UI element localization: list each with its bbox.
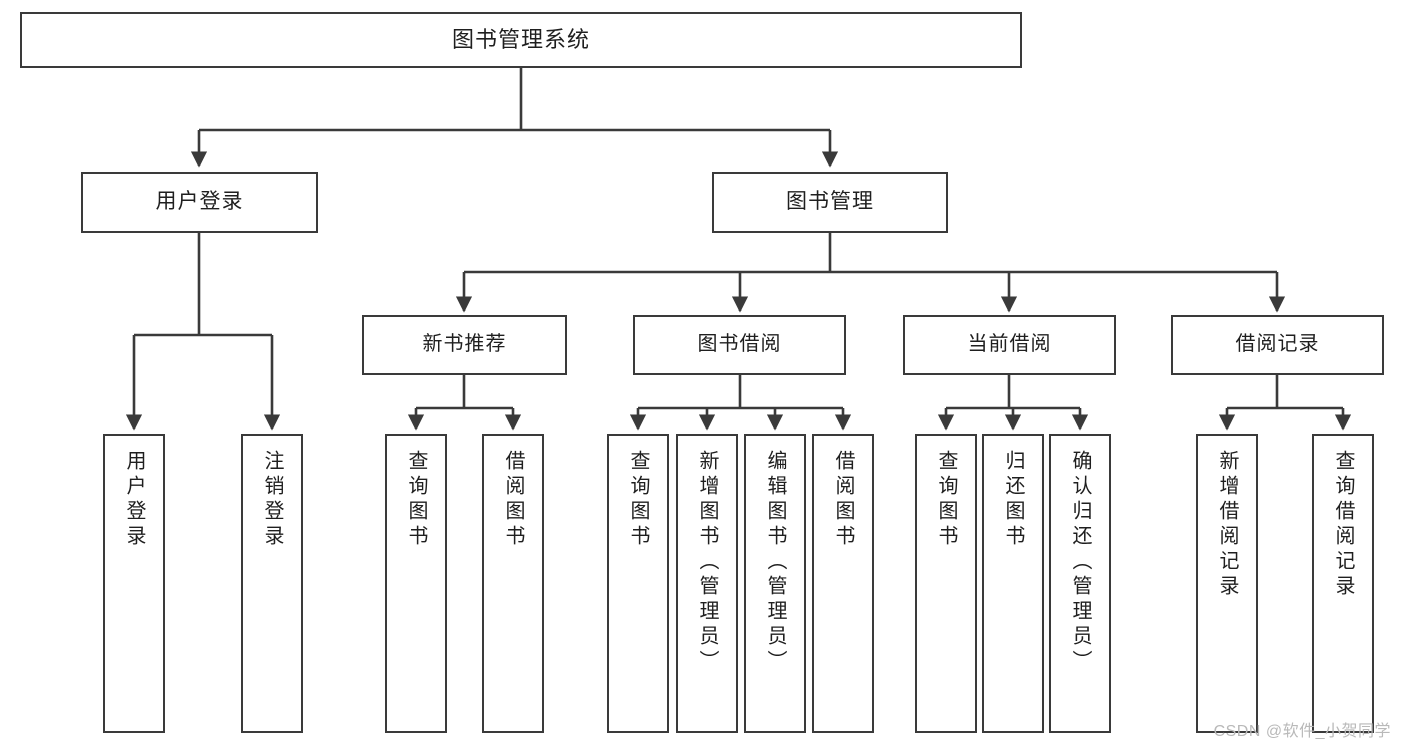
leaf-borrow-borrow-book[interactable]: 借阅图书 xyxy=(812,434,874,733)
leaf-user-login[interactable]: 用户登录 xyxy=(103,434,165,733)
node-label: 借阅图书 xyxy=(832,450,854,550)
node-new-book-recommend[interactable]: 新书推荐 xyxy=(362,315,567,375)
node-label: 借阅记录 xyxy=(1235,333,1320,356)
node-label: 注销登录 xyxy=(261,450,283,550)
node-label: 图书管理系统 xyxy=(451,27,590,53)
leaf-record-query-borrow-record[interactable]: 查询借阅记录 xyxy=(1312,434,1374,733)
node-label: 编辑图书（管理员） xyxy=(764,450,786,675)
node-label: 用户登录 xyxy=(123,450,145,550)
node-book-borrow[interactable]: 图书借阅 xyxy=(633,315,846,375)
node-label: 查询图书 xyxy=(627,450,649,550)
leaf-recommend-query-book[interactable]: 查询图书 xyxy=(385,434,447,733)
node-label: 图书借阅 xyxy=(697,333,782,356)
node-label: 借阅图书 xyxy=(502,450,524,550)
node-book-management[interactable]: 图书管理 xyxy=(712,172,948,233)
node-root-system[interactable]: 图书管理系统 xyxy=(20,12,1022,68)
node-label: 查询图书 xyxy=(935,450,957,550)
leaf-borrow-add-book-admin[interactable]: 新增图书（管理员） xyxy=(676,434,738,733)
node-label: 查询图书 xyxy=(405,450,427,550)
node-label: 归还图书 xyxy=(1002,450,1024,550)
node-label: 查询借阅记录 xyxy=(1332,450,1354,600)
leaf-current-confirm-return-admin[interactable]: 确认归还（管理员） xyxy=(1049,434,1111,733)
node-label: 用户登录 xyxy=(155,190,244,214)
leaf-borrow-edit-book-admin[interactable]: 编辑图书（管理员） xyxy=(744,434,806,733)
leaf-recommend-borrow-book[interactable]: 借阅图书 xyxy=(482,434,544,733)
leaf-record-add-borrow-record[interactable]: 新增借阅记录 xyxy=(1196,434,1258,733)
leaf-current-query-book[interactable]: 查询图书 xyxy=(915,434,977,733)
node-label: 新书推荐 xyxy=(422,333,507,356)
node-label: 当前借阅 xyxy=(967,333,1052,356)
node-borrow-record[interactable]: 借阅记录 xyxy=(1171,315,1384,375)
node-current-borrow[interactable]: 当前借阅 xyxy=(903,315,1116,375)
watermark: CSDN @软件_小贺同学 xyxy=(1213,723,1391,740)
node-label: 新增借阅记录 xyxy=(1216,450,1238,600)
node-label: 新增图书（管理员） xyxy=(696,450,718,675)
leaf-current-return-book[interactable]: 归还图书 xyxy=(982,434,1044,733)
node-label: 确认归还（管理员） xyxy=(1069,450,1091,675)
leaf-borrow-query-book[interactable]: 查询图书 xyxy=(607,434,669,733)
node-label: 图书管理 xyxy=(786,190,874,214)
node-user-login[interactable]: 用户登录 xyxy=(81,172,318,233)
leaf-logout[interactable]: 注销登录 xyxy=(241,434,303,733)
